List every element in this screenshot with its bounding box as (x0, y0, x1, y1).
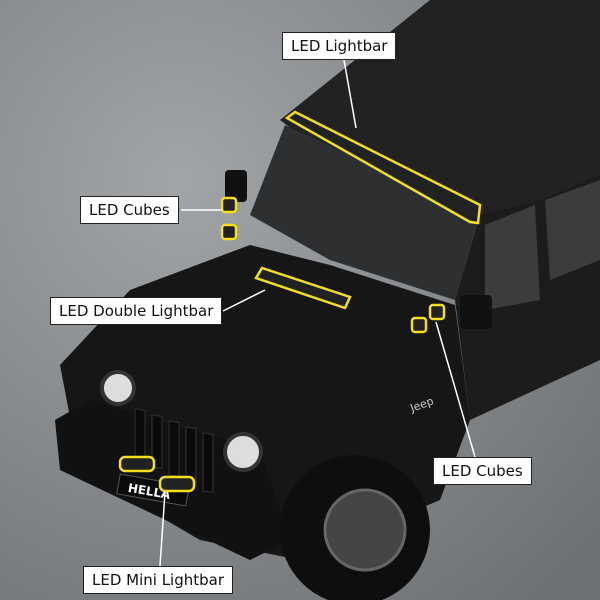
label-led-lightbar: LED Lightbar (282, 32, 397, 60)
rear-window (545, 180, 600, 280)
label-led-mini-lightbar: LED Mini Lightbar (83, 566, 234, 594)
led-mini-lightbar-left (118, 455, 156, 473)
label-led-double-lightbar: LED Double Lightbar (50, 297, 223, 325)
led-cube-right-upper (428, 303, 446, 321)
leader-line-lightbar (343, 59, 357, 129)
wheel-rim (323, 488, 407, 572)
side-window (485, 205, 540, 310)
led-lightbar-highlight (284, 110, 482, 225)
led-cube-right-lower (410, 316, 428, 334)
windshield (250, 125, 480, 300)
led-mini-lightbar-right (158, 475, 196, 493)
led-double-lightbar-highlight (254, 266, 352, 310)
led-cube-left-lower (220, 223, 238, 241)
led-cube-left-upper (220, 196, 238, 214)
license-plate (116, 473, 190, 507)
leader-line-mini-lightbar (159, 491, 166, 567)
leader-line-cubes-right (435, 321, 476, 458)
label-led-cubes-right: LED Cubes (433, 457, 532, 485)
left-headlight (100, 370, 136, 406)
right-headlight (223, 432, 263, 472)
left-mirror (225, 170, 247, 202)
label-led-cubes-left: LED Cubes (80, 196, 179, 224)
leader-line-double-lightbar (222, 289, 266, 312)
grille (134, 408, 214, 494)
right-mirror (460, 295, 492, 329)
